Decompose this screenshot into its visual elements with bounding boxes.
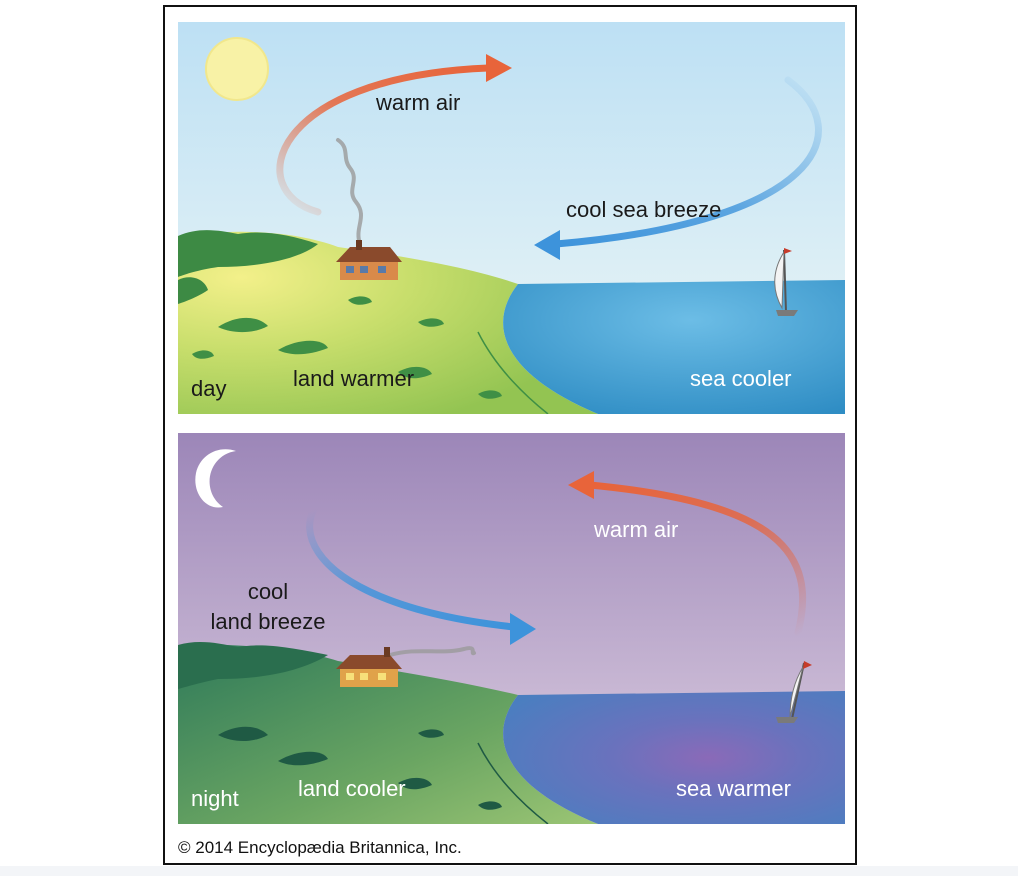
day-sea bbox=[503, 280, 845, 414]
night-breeze-label-line1: cool bbox=[247, 579, 289, 604]
day-warm-air-arrow bbox=[276, 64, 492, 216]
day-breeze-label: cool sea breeze bbox=[566, 197, 722, 222]
sun-icon bbox=[205, 37, 269, 101]
night-sea-label: sea warmer bbox=[676, 776, 791, 801]
day-cool-breeze-arrow bbox=[552, 76, 822, 248]
page-bottom-strip bbox=[0, 866, 1018, 876]
day-sea-label: sea cooler bbox=[690, 366, 792, 391]
day-warm-air-label: warm air bbox=[376, 90, 461, 115]
smoke-icon bbox=[336, 138, 363, 246]
night-breeze-label-line2: land breeze bbox=[210, 609, 326, 634]
moon-icon bbox=[195, 449, 236, 508]
night-land-label: land cooler bbox=[298, 776, 406, 801]
day-scene bbox=[178, 22, 845, 414]
night-corner-label: night bbox=[191, 786, 239, 811]
day-panel: warm air cool sea breeze day land warmer… bbox=[178, 22, 845, 414]
sailboat-icon bbox=[774, 248, 798, 316]
night-panel: warm air cool land breeze night land coo… bbox=[178, 433, 845, 824]
night-sea bbox=[503, 691, 845, 824]
day-land-label: land warmer bbox=[293, 366, 415, 391]
house-icon bbox=[336, 647, 402, 687]
day-corner-label: day bbox=[191, 376, 227, 401]
copyright-notice: © 2014 Encyclopædia Britannica, Inc. bbox=[178, 838, 462, 857]
smoke-icon bbox=[388, 646, 476, 657]
night-warm-air-label: warm air bbox=[594, 517, 679, 542]
sailboat-icon bbox=[776, 661, 812, 723]
night-warm-air-arrow bbox=[586, 481, 807, 637]
night-cool-breeze-arrow bbox=[306, 469, 518, 631]
night-scene bbox=[178, 433, 845, 824]
house-icon bbox=[336, 240, 402, 280]
